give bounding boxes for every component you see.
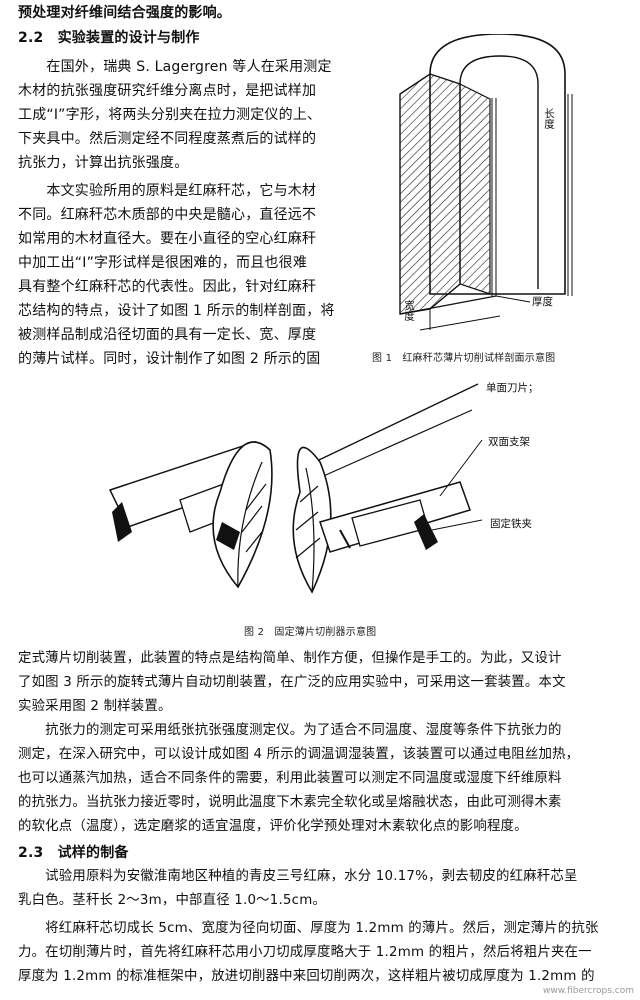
watermark: www.fibercrops.com (543, 986, 634, 996)
figure-1-drawing (399, 34, 573, 331)
text-line: 不同。红麻秆芯木质部的中央是髓心，直径远不 (18, 207, 317, 223)
text-line: 中加工出“I”字形试样是很困难的，而且也很难 (18, 255, 308, 271)
text-line: 抗张力的测定可采用纸张抗张强度测定仪。为了适合不同温度、湿度等条件下抗张力的 (18, 723, 562, 738)
text-line: 也可以通蒸汽加热，适合不同条件的需要，利用此装置可以测定不同温度或湿度下纤维原料 (18, 771, 562, 786)
text-line: 试验用原料为安徽淮南地区种植的青皮三号红麻，水分 10.17%，剥去韧皮的红麻秆… (18, 869, 578, 884)
text-line: 实验采用图 2 制样装置。 (18, 699, 172, 714)
text-line: 的软化点（温度），选定磨浆的适宜温度，评价化学预处理对木素软化点的影响程度。 (18, 819, 528, 834)
text-line: 厚度为 1.2mm 的标准框架中，放进切削器中来回切削两次，这样粗片被切成厚度为… (18, 969, 595, 984)
figure-1-label-thickness: 厚度 (532, 296, 553, 308)
section-heading-2-2: 2.2 实验装置的设计与制作 (18, 30, 200, 46)
text-line: 被测样品制成沿径切面的具有一定长、宽、厚度 (18, 327, 317, 343)
text-line: 在国外，瑞典 S. Lagergren 等人在采用测定 (18, 59, 332, 75)
text-line: 力。在切削薄片时，首先将红麻秆芯用小刀切成厚度略大于 1.2mm 的粗片，然后将… (18, 945, 592, 960)
text-line: 工成“I”字形，将两头分别夹在拉力测定仪的上、 (18, 107, 322, 123)
text-line: 本文实验所用的原料是红麻秆芯，它与木材 (18, 183, 317, 199)
figure-1-label-length: 长度 (543, 108, 555, 129)
text-line: 芯结构的特点，设计了如图 1 所示的制样剖面，将 (18, 303, 335, 319)
figure-2-drawing (108, 383, 483, 594)
figure-2-label-support: 双面支架 (488, 436, 530, 448)
text-line: 具有整个红麻秆芯的代表性。因此，针对红麻秆 (18, 279, 317, 295)
text-line: 木材的抗张强度研究纤维分离点时，是把试样加 (18, 83, 317, 99)
text-line: 的薄片试样。同时，设计制作了如图 2 所示的固 (18, 351, 321, 367)
text-line: 乳白色。茎秆长 2～3m，中部直径 1.0～1.5cm。 (18, 893, 327, 908)
intro-line: 预处理对纤维间结合强度的影响。 (18, 5, 231, 21)
text-line: 测定，在深入研究中，可以设计成如图 4 所示的调温调湿装置，该装置可以通过电阻丝… (18, 747, 580, 762)
text-line: 了如图 3 所示的旋转式薄片自动切削装置，在广泛的应用实验中，可采用这一套装置。… (18, 675, 566, 690)
text-line: 下夹具中。然后测定经不同程度蒸煮后的试样的 (18, 131, 317, 147)
figure-2-caption: 图 2 固定薄片切削器示意图 (244, 627, 377, 638)
section-heading-2-3: 2.3 试样的制备 (18, 845, 129, 861)
figure-2-label-clamp: 固定铁夹 (490, 518, 532, 530)
text-line: 抗张力，计算出抗张强度。 (18, 155, 189, 171)
figure-1-label-width: 宽度 (403, 300, 415, 321)
text-line: 如常用的木材直径大。要在小直径的空心红麻秆 (18, 231, 317, 247)
figure-2-label-blade: 单面刀片； (486, 382, 539, 394)
text-line: 的抗张力。当抗张力接近零时，说明此温度下木素完全软化或呈熔融状态，由此可测得木素 (18, 795, 562, 810)
text-line: 定式薄片切削装置，此装置的特点是结构简单、制作方便，但操作是手工的。为此，又设计 (18, 651, 562, 666)
text-line: 将红麻秆芯切成长 5cm、宽度为径向切面、厚度为 1.2mm 的薄片。然后，测定… (18, 921, 599, 936)
figure-1-caption: 图 1 红麻秆芯薄片切削试样剖面示意图 (372, 353, 556, 364)
